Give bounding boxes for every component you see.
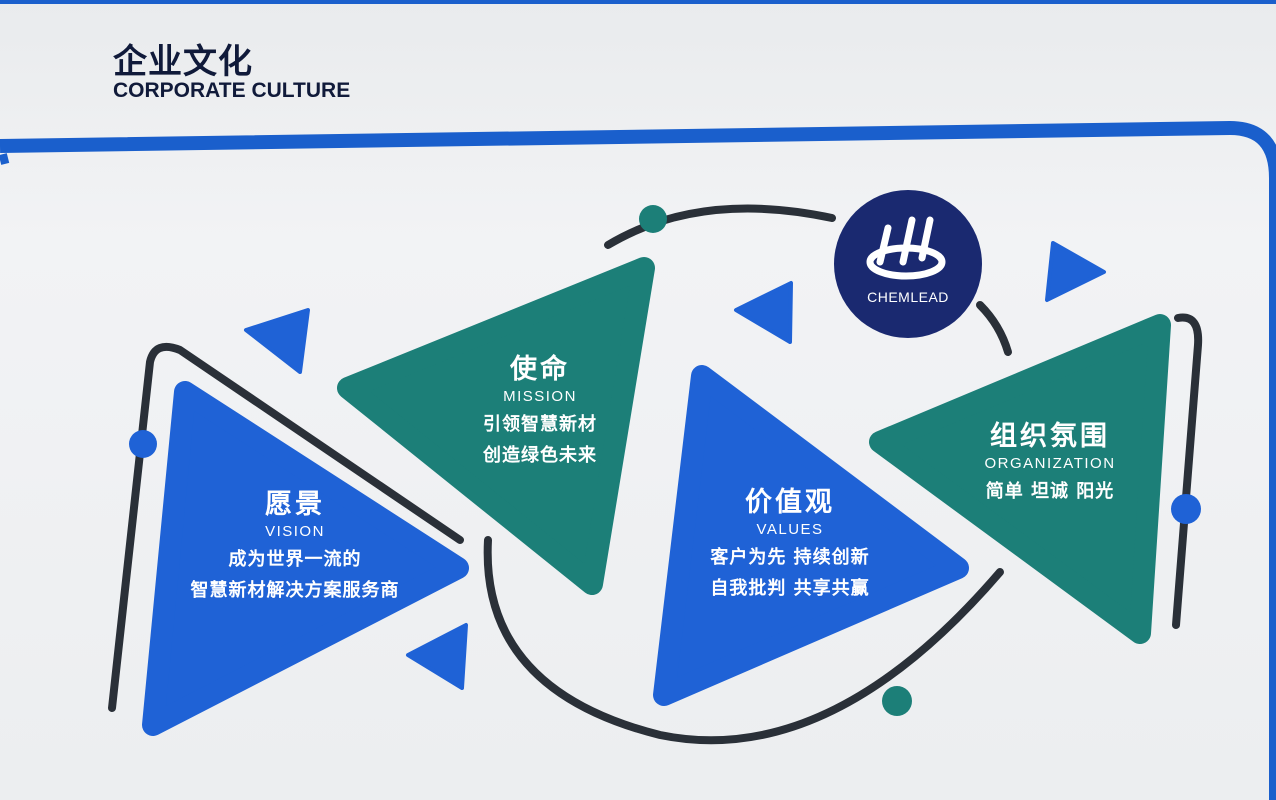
organization-title-en: ORGANIZATION [984,455,1116,472]
dot-top [639,205,667,233]
mission-triangle [337,257,655,595]
values-line-2: 自我批判 共享共赢 [710,578,870,599]
curve-top-arc [604,204,836,249]
mission-line-2: 创造绿色未来 [483,445,597,466]
organization-block: 组织氛围 ORGANIZATION 简单 坦诚 阳光 [965,414,1135,503]
curve-right-vertical [1172,313,1203,629]
frame-inner-left [0,153,10,165]
dot-bottom [882,686,912,716]
mission-title-en: MISSION [503,388,577,405]
values-line-1: 客户为先 持续创新 [710,547,870,568]
curve-logo-right [976,301,1012,356]
mission-block: 使命 MISSION 引领智慧新材 创造绿色未来 [455,347,625,467]
values-title-en: VALUES [756,521,824,538]
small-triangle-3 [1045,241,1106,302]
mission-line-1: 引领智慧新材 [483,414,597,435]
small-triangle-2 [734,281,793,344]
small-triangle-4 [406,623,468,690]
values-block: 价值观 VALUES 客户为先 持续创新 自我批判 共享共赢 [680,480,900,600]
vision-line-1: 成为世界一流的 [228,549,362,570]
vision-title-cn: 愿景 [265,489,325,520]
chemlead-logo-mark-icon [866,216,946,280]
page-title-chinese: 企业文化 [113,42,253,82]
vision-block: 愿景 VISION 成为世界一流的 智慧新材解决方案服务商 [150,482,440,602]
vision-line-2: 智慧新材解决方案服务商 [190,580,400,601]
organization-triangle [869,314,1171,644]
values-title-cn: 价值观 [745,487,835,518]
dot-right [1171,494,1201,524]
organization-line-1: 简单 坦诚 阳光 [985,481,1115,502]
curve-vision-frame [108,343,464,712]
curve-bottom-arc [483,536,1004,745]
mission-title-cn: 使命 [510,354,570,385]
logo-brand-name: CHEMLEAD [867,289,949,305]
dot-left [129,430,157,458]
values-triangle [653,365,969,706]
page-title-english: CORPORATE CULTURE [113,79,351,102]
vision-title-en: VISION [265,523,325,540]
chemlead-logo-badge [834,190,982,338]
top-border-line [0,0,1276,4]
small-triangle-1 [244,308,310,374]
organization-title-cn: 组织氛围 [990,421,1110,452]
vision-triangle [142,381,469,736]
